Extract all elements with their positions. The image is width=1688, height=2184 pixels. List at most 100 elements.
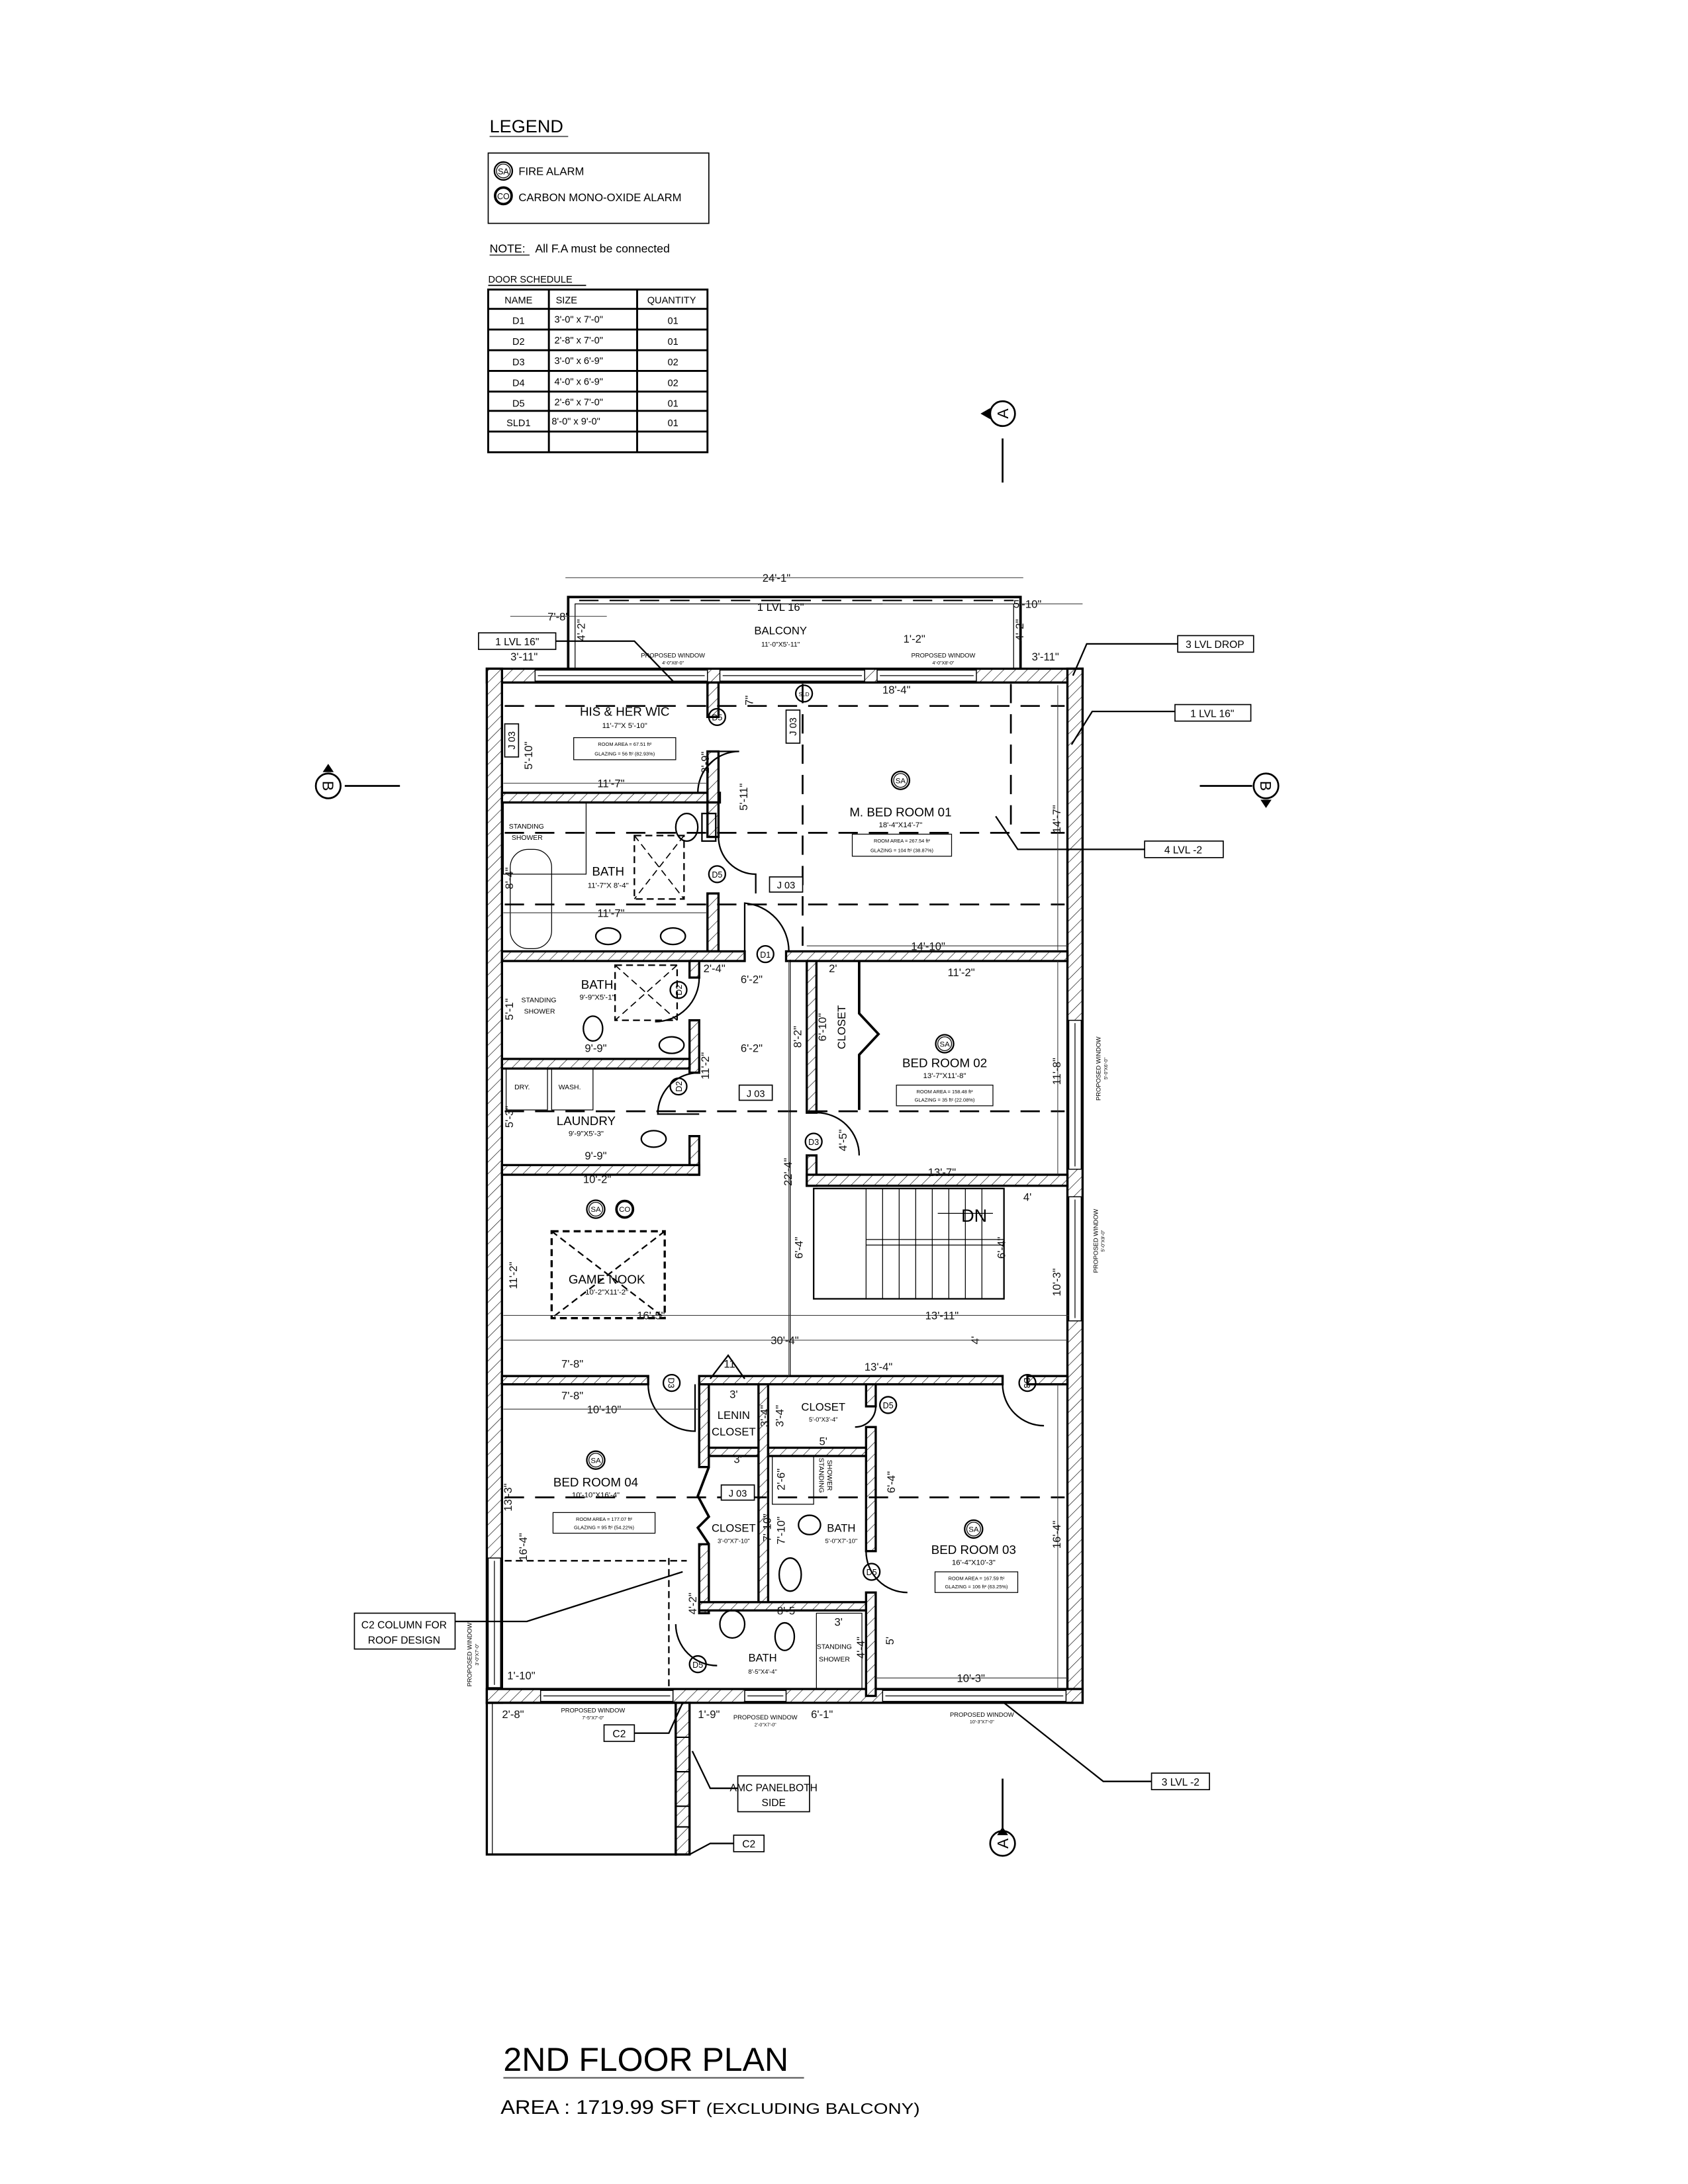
svg-text:11: 11 [724, 1358, 735, 1371]
svg-text:6'-4": 6'-4" [885, 1471, 898, 1493]
svg-text:WASH.: WASH. [559, 1084, 581, 1091]
svg-text:14'-10": 14'-10" [911, 940, 945, 952]
toilet-icon [675, 813, 699, 842]
room-balcony: 1 LVL 16" BALCONY 11'-0"X5'-11" [754, 601, 807, 649]
svg-text:5'-0"X9'-0": 5'-0"X9'-0" [1101, 1230, 1106, 1251]
svg-text:D5: D5 [692, 1661, 703, 1670]
svg-text:18'-4": 18'-4" [882, 684, 911, 696]
svg-text:5': 5' [820, 1435, 827, 1447]
svg-text:4'-0" x 6'-9": 4'-0" x 6'-9" [555, 377, 603, 387]
svg-text:ROOM AREA = 267.54 ft²: ROOM AREA = 267.54 ft² [874, 838, 931, 844]
svg-text:3'-0"X7'-10": 3'-0"X7'-10" [718, 1537, 750, 1544]
dryer [505, 1068, 548, 1111]
window-right-2 [1068, 1196, 1082, 1322]
svg-text:C2: C2 [742, 1839, 755, 1850]
door-schedule-header: NAME SIZE QUANTITY [504, 295, 696, 306]
svg-text:SA: SA [590, 1206, 601, 1214]
svg-text:LAUNDRY: LAUNDRY [557, 1114, 616, 1128]
section-marker-b-left: B [314, 764, 400, 799]
svg-text:5'-11": 5'-11" [737, 783, 750, 810]
fire-alarm-icon: SA [493, 161, 514, 181]
svg-text:D5: D5 [712, 713, 722, 723]
svg-text:SA: SA [896, 777, 906, 785]
svg-text:DRY.: DRY. [514, 1084, 530, 1091]
callout-3-lvl-minus-2: 3 LVL -2 [1003, 1702, 1210, 1791]
svg-text:3'-0" x 6'-9": 3'-0" x 6'-9" [555, 356, 603, 367]
svg-text:6'-4": 6'-4" [996, 1237, 1008, 1259]
svg-text:4'-2": 4'-2" [1013, 619, 1026, 641]
room-master-bedroom-01: M. BED ROOM 01 18'-4"X14'-7" ROOM AREA =… [849, 805, 953, 857]
door-tag: D3 [662, 1373, 681, 1392]
svg-text:GLAZING = 104 ft² (38.87%): GLAZING = 104 ft² (38.87%) [870, 848, 934, 854]
svg-text:2'-8" x 7'-0": 2'-8" x 7'-0" [555, 336, 603, 346]
svg-text:7'-8": 7'-8" [561, 1390, 583, 1402]
fixture-labels: STANDING SHOWER STANDING SHOWER DRY. WAS… [509, 823, 987, 1663]
window-bottom-2 [744, 1690, 787, 1702]
svg-text:3': 3' [729, 1388, 737, 1401]
svg-text:01: 01 [668, 399, 679, 410]
svg-text:1'-9": 1'-9" [698, 1708, 720, 1721]
svg-text:7'-8": 7'-8" [547, 611, 569, 623]
svg-text:BATH: BATH [581, 978, 614, 991]
svg-text:2'-9": 2'-9" [699, 751, 712, 773]
svg-text:8'-2": 8'-2" [791, 1026, 804, 1048]
svg-text:8'-0" x 9'-0": 8'-0" x 9'-0" [551, 417, 600, 428]
svg-text:9'-9": 9'-9" [585, 1042, 606, 1055]
svg-text:2'-6": 2'-6" [774, 1469, 787, 1490]
svg-text:GAME NOOK: GAME NOOK [569, 1273, 645, 1287]
window-left [487, 1557, 501, 1688]
svg-text:B: B [320, 781, 337, 791]
legend-co-alarm-label: CARBON MONO-OXIDE ALARM [518, 191, 681, 204]
skylight-bath-1 [633, 835, 685, 900]
svg-text:PROPOSED WINDOW: PROPOSED WINDOW [641, 653, 705, 659]
svg-text:3': 3' [733, 1453, 741, 1465]
room-bath-2: BATH 9'-9"X5'-1" [579, 978, 614, 1002]
legend-title: LEGEND [490, 116, 563, 136]
svg-text:16'-5": 16'-5" [637, 1310, 665, 1322]
svg-text:10'-3"X7'-0": 10'-3"X7'-0" [970, 1719, 994, 1725]
alarms: SA SA SA CO SA SA [586, 770, 984, 1539]
svg-text:D2: D2 [675, 985, 684, 995]
room-closet-bedroom-03: CLOSET 5'-0"X3'-4" [801, 1400, 845, 1423]
svg-text:ROOM AREA = 158.48 ft²: ROOM AREA = 158.48 ft² [917, 1089, 974, 1095]
sink-icon [658, 1036, 685, 1054]
room-bath-master: BATH 11'-7"X 8'-4" [588, 864, 629, 890]
svg-text:SIZE: SIZE [556, 295, 578, 306]
svg-text:8'-4": 8'-4" [503, 867, 516, 889]
svg-text:13'-11": 13'-11" [925, 1310, 959, 1322]
svg-text:CLOSET: CLOSET [801, 1400, 845, 1413]
svg-text:M. BED ROOM 01: M. BED ROOM 01 [849, 805, 951, 819]
svg-text:CO: CO [619, 1206, 630, 1214]
sink-icon [640, 1130, 667, 1148]
sink-icon [594, 927, 622, 946]
standing-shower-3 [816, 1612, 863, 1690]
room-his-her-wic: HIS & HER WIC 11'-7"X 5'-10" ROOM AREA =… [573, 704, 677, 760]
svg-text:10'-10": 10'-10" [587, 1403, 622, 1416]
svg-text:7'-10": 7'-10" [774, 1516, 787, 1545]
svg-text:CO: CO [497, 192, 510, 201]
co-alarm-icon: CO [494, 186, 513, 206]
svg-text:SA: SA [590, 1457, 601, 1465]
svg-text:02: 02 [668, 357, 679, 368]
door-tag: D5 [863, 1563, 881, 1581]
fire-alarm-icon: SA [586, 1450, 606, 1470]
svg-text:SA: SA [498, 167, 509, 177]
svg-text:ROOM AREA = 177.07 ft²: ROOM AREA = 177.07 ft² [576, 1516, 633, 1522]
svg-text:STANDING: STANDING [818, 1458, 825, 1493]
svg-text:D5: D5 [512, 399, 525, 410]
legend: LEGEND SA FIRE ALARM CO CARBON MONO-OXID… [487, 116, 710, 256]
svg-text:D3: D3 [808, 1138, 819, 1147]
svg-text:4 LVL -2: 4 LVL -2 [1164, 845, 1202, 856]
room-bath-bedroom-04: BATH 8'-5"X4'-4" [748, 1651, 777, 1675]
toilet-icon [774, 1621, 796, 1651]
callout-4-lvl-minus-2: 4 LVL -2 [995, 815, 1224, 858]
window-bottom-1 [539, 1690, 674, 1702]
svg-text:1 LVL 16": 1 LVL 16" [1190, 708, 1234, 719]
svg-text:J 03: J 03 [729, 1488, 747, 1499]
